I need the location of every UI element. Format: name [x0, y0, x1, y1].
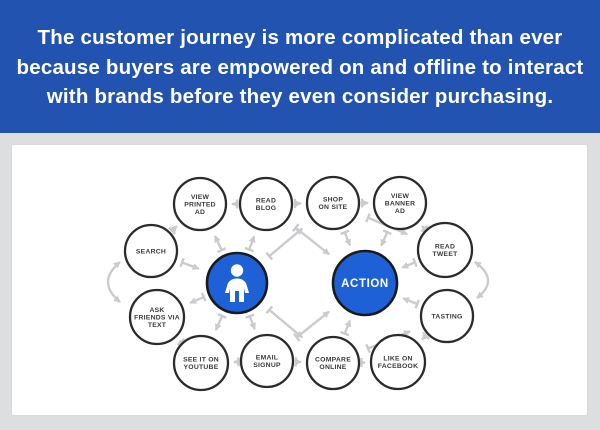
edge-person-to-read-blog — [244, 235, 256, 253]
edge-view-banner-ad-to-action — [380, 229, 392, 247]
header-text-line-3: with brands before they even consider pu… — [46, 85, 554, 109]
edge-tasting-to-action — [402, 297, 421, 309]
edge-person-to-shop-on-site — [265, 227, 304, 261]
header-text-line-2: because buyers are empowered on and offl… — [16, 55, 584, 79]
edge-search-to-person — [179, 257, 200, 270]
edge-compare-online-to-action — [340, 319, 352, 337]
edge-email-signup-to-see-it-on-youtube — [232, 357, 241, 367]
edge-email-signup-to-compare-online — [294, 357, 303, 367]
node-tasting: TASTING — [419, 288, 475, 344]
curved-arrow-search-ask-friends-loop — [106, 261, 121, 303]
node-action: ACTION — [331, 249, 399, 317]
edge-person-to-see-it-on-youtube — [214, 313, 227, 331]
person-icon — [225, 264, 249, 302]
journey-edges — [106, 198, 490, 368]
node-person — [205, 251, 269, 315]
node-tasting-label: TASTING — [431, 313, 462, 320]
edge-shop-on-site-to-view-banner-ad — [360, 198, 369, 208]
edge-compare-online-to-like-on-facebook — [358, 358, 367, 368]
edge-email-signup-to-action — [292, 310, 330, 342]
edge-person-to-ask-friends-via-text — [189, 292, 207, 305]
edge-shop-on-site-to-action — [340, 229, 352, 247]
header-text-line-1: The customer journey is more complicated… — [37, 26, 563, 50]
edge-person-to-email-signup — [245, 313, 256, 330]
edge-person-to-view-printed-ad — [213, 235, 227, 254]
edge-read-tweet-to-action — [401, 257, 418, 269]
edge-read-blog-to-shop-on-site — [293, 199, 303, 209]
node-action-label: ACTION — [341, 278, 389, 290]
edge-read-tweet-to-view-banner-ad — [420, 224, 429, 233]
edge-see-it-on-youtube-to-ask-friends-via-text — [176, 338, 187, 348]
edge-tasting-to-like-on-facebook — [421, 331, 430, 341]
header-banner: The customer journey is more complicated… — [0, 0, 600, 133]
edge-person-to-compare-online — [265, 305, 304, 339]
edge-search-to-view-printed-ad — [168, 225, 178, 235]
curved-arrow-tweet-tasting-loop — [474, 261, 490, 299]
node-search-label: SEARCH — [136, 248, 166, 255]
edge-read-blog-to-action — [291, 223, 330, 256]
node-search: SEARCH — [123, 223, 179, 279]
edge-read-blog-to-view-printed-ad — [231, 199, 239, 209]
